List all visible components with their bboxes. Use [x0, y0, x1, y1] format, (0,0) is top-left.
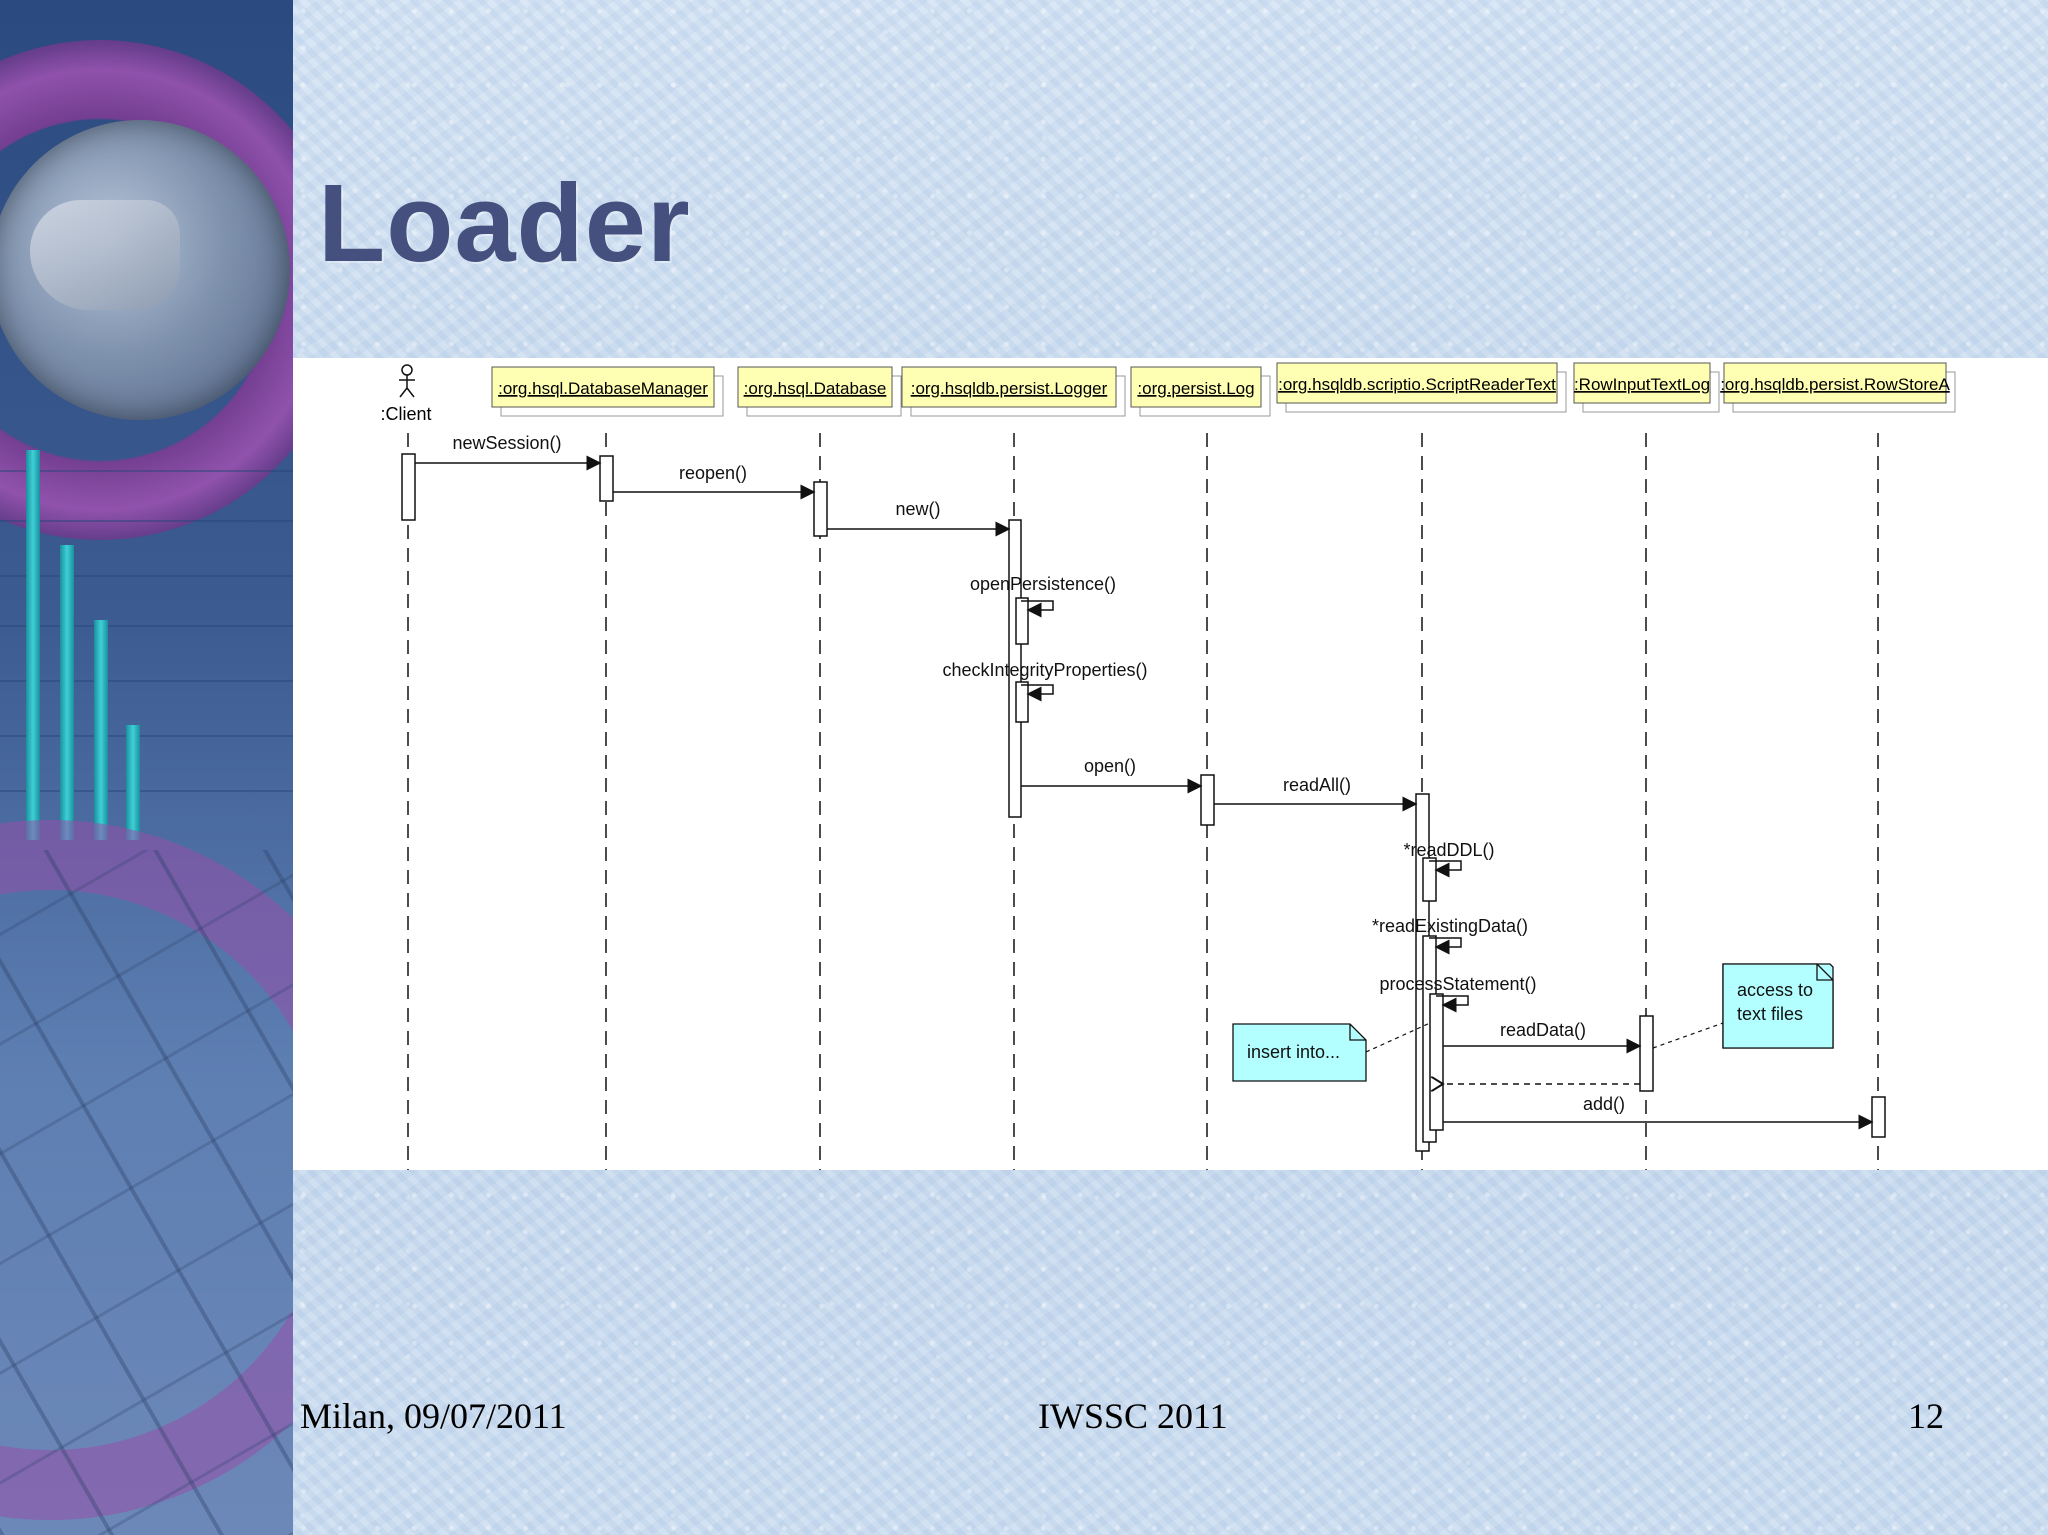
message-read-existing-data: *readExistingData() [1372, 916, 1528, 936]
footer-location-date: Milan, 09/07/2011 [300, 1396, 567, 1436]
svg-text:access to: access to [1737, 980, 1813, 1000]
sequence-diagram: :Client :org.hsql.DatabaseManager :org.h… [293, 358, 2048, 1170]
lifeline-header-row-input-text-log: :RowInputTextLog [1573, 362, 1720, 413]
bar-decoration [94, 620, 108, 840]
keyboard-keys-image [0, 850, 293, 1535]
message-add: add() [1583, 1094, 1625, 1114]
bar-decoration [26, 450, 40, 840]
svg-text::RowInputTextLog: :RowInputTextLog [1574, 375, 1710, 394]
svg-text:text files: text files [1737, 1004, 1803, 1024]
sequence-diagram-svg: :Client :org.hsql.DatabaseManager :org.h… [380, 362, 1956, 1170]
decorative-line [0, 790, 293, 792]
lifeline-header-row-store: :org.hsqldb.persist.RowStoreA [1720, 362, 1956, 413]
svg-text::org.hsqldb.persist.RowStoreA: :org.hsqldb.persist.RowStoreA [1720, 375, 1950, 394]
footer-event: IWSSC 2011 [1038, 1396, 1228, 1436]
bar-decoration [126, 725, 140, 840]
message-open-persistence: openPersistence() [970, 574, 1116, 594]
decorative-line [0, 625, 293, 627]
decorative-line [0, 680, 293, 682]
bar-decoration [60, 545, 74, 840]
footer-page-number: 12 [1908, 1396, 1944, 1436]
lifeline-header-database-manager: :org.hsql.DatabaseManager [491, 366, 724, 417]
svg-text::org.hsql.Database: :org.hsql.Database [744, 379, 887, 398]
decorative-line [0, 520, 293, 522]
slide-title: Loader [318, 162, 691, 285]
note-insert-into: insert into... [1232, 1022, 1431, 1082]
message-check-integrity-properties: checkIntegrityProperties() [942, 660, 1147, 680]
note-access-to-text-files: access to text files [1652, 963, 1834, 1049]
message-read-ddl: *readDDL() [1403, 840, 1494, 860]
svg-text::org.hsqldb.persist.Logger: :org.hsqldb.persist.Logger [911, 379, 1108, 398]
message-arrows [415, 455, 1874, 1130]
decorative-line [0, 470, 293, 472]
message-open: open() [1084, 756, 1136, 776]
message-process-statement: processStatement() [1379, 974, 1536, 994]
decorative-line [0, 735, 293, 737]
lifeline-header-script-reader-text: :org.hsqldb.scriptio.ScriptReaderText [1276, 362, 1567, 413]
svg-text::org.persist.Log: :org.persist.Log [1137, 379, 1254, 398]
actor-client-icon [399, 364, 415, 398]
svg-text:insert into...: insert into... [1247, 1042, 1340, 1062]
decorative-line [0, 575, 293, 577]
hand-image [30, 200, 180, 310]
message-labels: newSession() reopen() new() openPersiste… [452, 433, 1625, 1114]
lifeline-header-logger: :org.hsqldb.persist.Logger [901, 366, 1126, 417]
svg-text::org.hsqldb.scriptio.ScriptRea: :org.hsqldb.scriptio.ScriptReaderText [1278, 375, 1556, 394]
message-reopen: reopen() [679, 463, 747, 483]
message-new-session: newSession() [452, 433, 561, 453]
activation-bars [401, 453, 1886, 1152]
actor-client-label: :Client [380, 404, 431, 424]
svg-text::org.hsql.DatabaseManager: :org.hsql.DatabaseManager [498, 379, 708, 398]
decorative-left-panel [0, 0, 293, 1535]
lifeline-header-database: :org.hsql.Database [737, 366, 902, 417]
lifeline-lines [407, 433, 1879, 1170]
message-read-data: readData() [1500, 1020, 1586, 1040]
lifeline-header-log: :org.persist.Log [1130, 366, 1271, 417]
message-read-all: readAll() [1283, 775, 1351, 795]
message-new: new() [895, 499, 940, 519]
